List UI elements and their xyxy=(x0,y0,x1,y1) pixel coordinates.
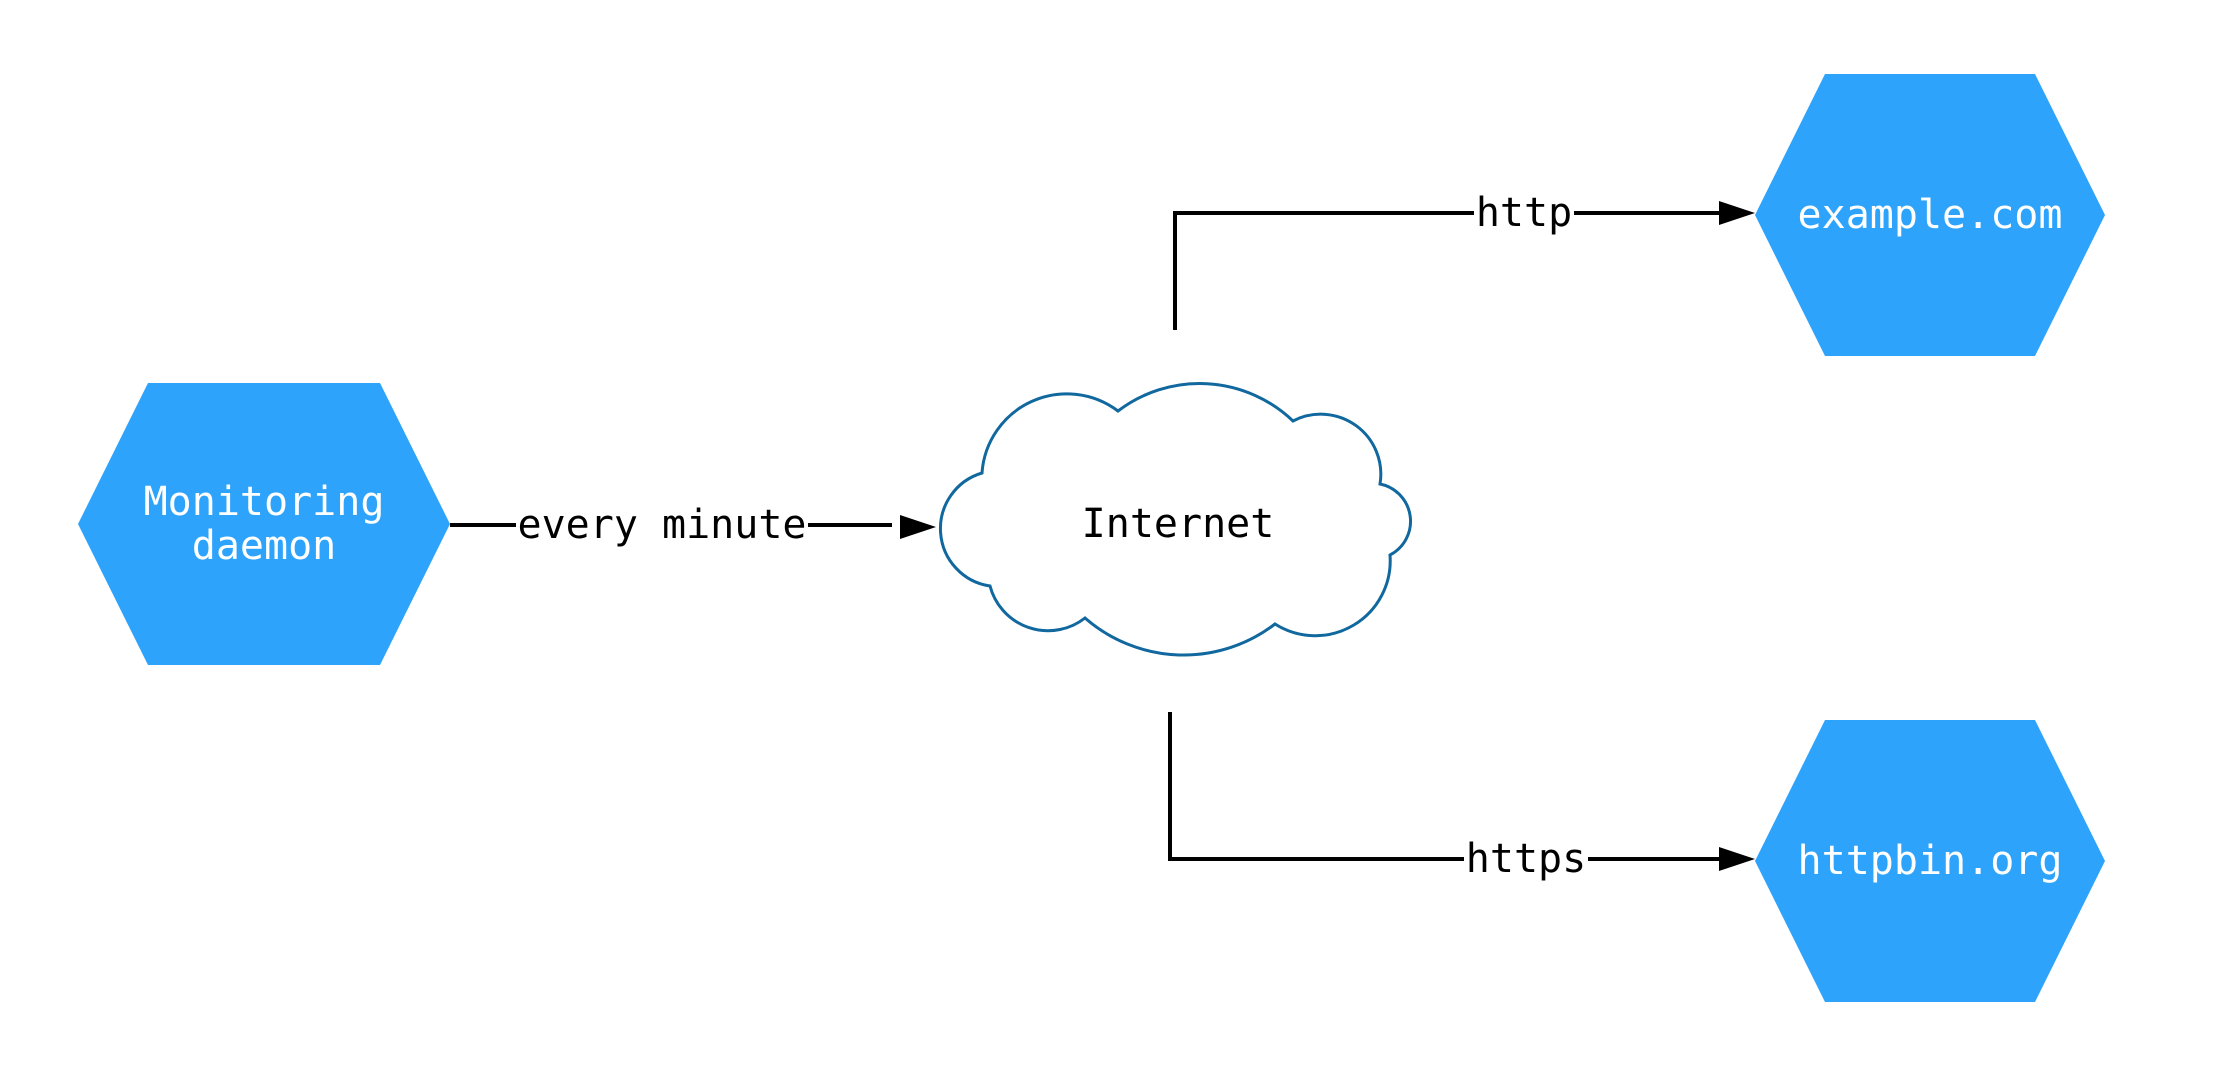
node-internet-label: Internet xyxy=(1081,501,1275,547)
edge-https-line xyxy=(1168,857,1721,861)
edge-https-label: https xyxy=(1463,836,1589,882)
edge-every-minute-label: every minute xyxy=(515,502,809,548)
node-internet-cloud xyxy=(938,382,1412,657)
edge-http-line xyxy=(1173,211,1721,215)
node-httpbin-org: httpbin.org xyxy=(1755,720,2105,1002)
node-monitoring-daemon: Monitoring daemon xyxy=(78,383,450,665)
edge-http-arrowhead-icon xyxy=(1719,201,1755,225)
edge-http-label: http xyxy=(1473,190,1575,236)
node-monitoring-daemon-label: Monitoring daemon xyxy=(143,479,385,569)
edge-http-vertical-line xyxy=(1173,211,1177,330)
edge-https-vertical-line xyxy=(1168,712,1172,861)
node-example-com: example.com xyxy=(1755,74,2105,356)
cloud-outline xyxy=(938,382,1412,657)
edge-https-arrowhead-icon xyxy=(1719,847,1755,871)
node-httpbin-org-label: httpbin.org xyxy=(1797,838,2063,884)
node-example-com-label: example.com xyxy=(1797,192,2063,238)
edge-every-minute-arrowhead-icon xyxy=(900,515,936,539)
